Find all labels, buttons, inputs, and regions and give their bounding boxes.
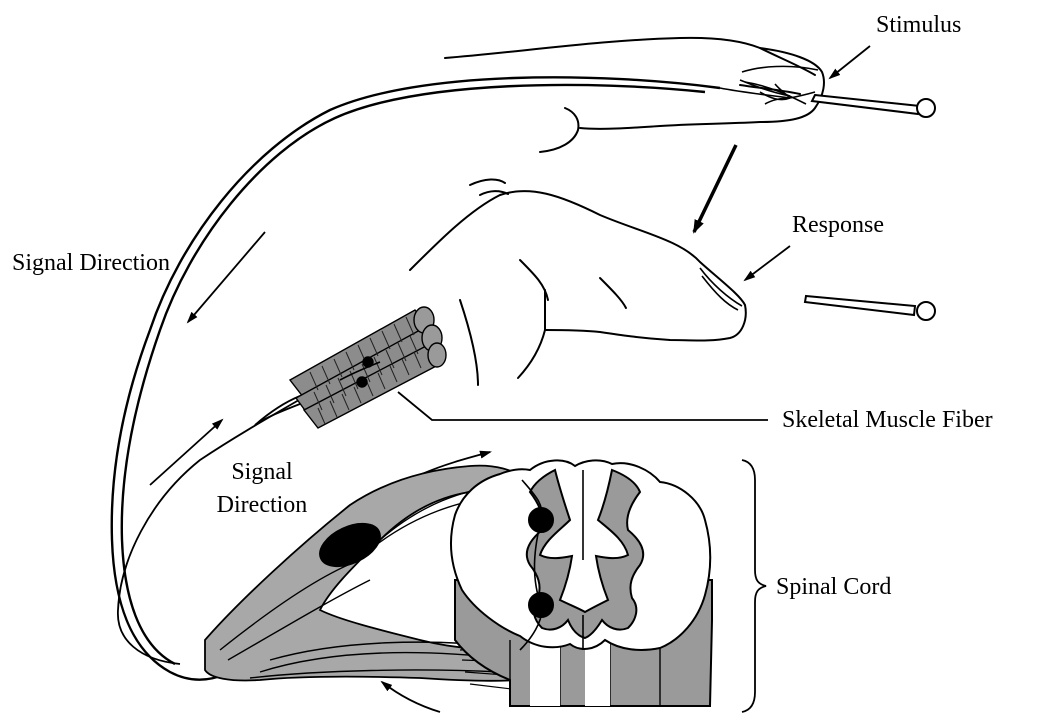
- lower-finger: [410, 179, 746, 385]
- skeletal-muscle-fiber-label: Skeletal Muscle Fiber: [782, 407, 993, 433]
- stimulus-label: Stimulus: [876, 12, 961, 38]
- muscle-fiber-bundle: [290, 307, 446, 428]
- signal-direction-label-top: Signal Direction: [12, 250, 170, 276]
- movement-arrow: [694, 145, 736, 232]
- lower-fingernail: [700, 268, 742, 310]
- stimulus-arrow: [830, 46, 870, 78]
- spinal-cord-label: Spinal Cord: [776, 574, 891, 600]
- signal-direction-label-lower-line2: Direction: [206, 492, 318, 518]
- spinal-cord-section: [451, 460, 712, 706]
- stimulus-pin: [812, 95, 935, 117]
- spinal-cord-bracket: [742, 460, 766, 712]
- signal-direction-arrow-motor: [382, 682, 440, 712]
- response-label: Response: [792, 212, 884, 238]
- response-arrow: [745, 246, 790, 280]
- response-pin: [805, 296, 935, 320]
- muscle-fiber-leader-line: [398, 392, 768, 420]
- signal-direction-label-lower-line1: Signal: [214, 459, 310, 485]
- nerve-endings: [720, 80, 815, 104]
